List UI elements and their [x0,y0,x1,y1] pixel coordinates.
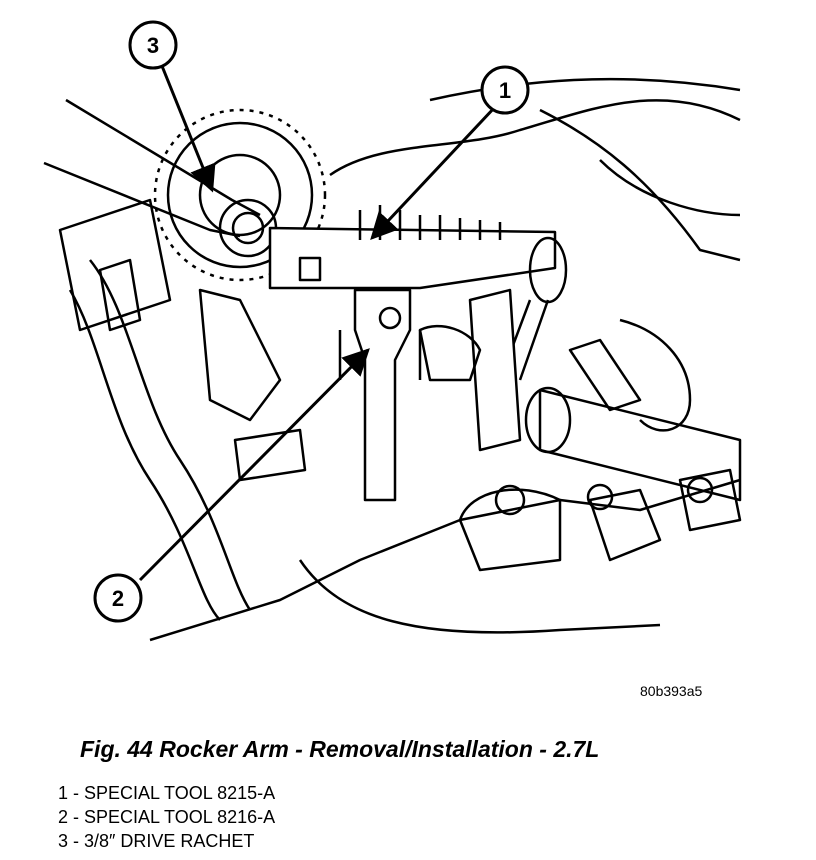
legend-list: 1 - SPECIAL TOOL 8215-A 2 - SPECIAL TOOL… [58,781,275,853]
callout-3-number: 3 [147,33,159,58]
callout-3: 3 [128,20,178,70]
legend-item: 3 - 3/8″ DRIVE RACHET [58,831,255,851]
callout-2: 2 [93,573,143,623]
callout-2-number: 2 [112,586,124,611]
figure-code: 80b393a5 [640,683,703,699]
legend-item: 2 - SPECIAL TOOL 8216-A [58,807,276,827]
rocker-arm-illustration: 1 2 3 [43,20,742,642]
callout-1: 1 [480,65,530,115]
legend-item: 1 - SPECIAL TOOL 8215-A [58,783,276,803]
figure-caption: Fig. 44 Rocker Arm - Removal/Installatio… [80,736,600,762]
callout-1-number: 1 [499,78,511,103]
callout-leaders [138,65,497,582]
engine-line-art [43,77,742,642]
